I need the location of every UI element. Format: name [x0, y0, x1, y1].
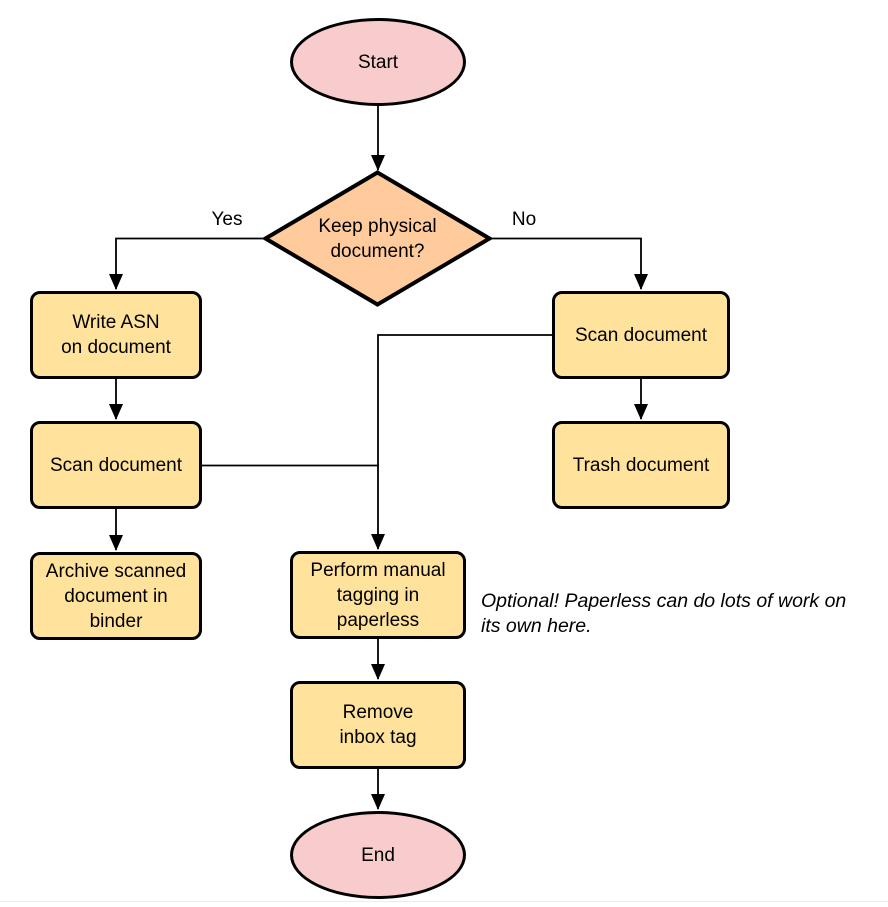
decision-diamond-polygon — [263, 170, 492, 307]
node-scan-document-left: Scan document — [30, 421, 202, 509]
optional-annotation: Optional! Paperless can do lots of work … — [481, 590, 847, 637]
node-remove-inbox-tag: Remove inbox tag — [290, 681, 466, 769]
edge-label-yes: Yes — [211, 209, 243, 230]
node-archive-document-label: Archive scanned document in binder — [45, 560, 187, 632]
node-trash-document: Trash document — [552, 421, 730, 509]
edge-decision-yes — [109, 237, 266, 290]
node-start: Start — [290, 18, 466, 106]
node-decision: Keep physical document? — [263, 170, 492, 307]
node-write-asn: Write ASN on document — [30, 291, 202, 379]
node-end: End — [290, 811, 466, 899]
edge-scan-right-to-tagging — [371, 334, 552, 550]
node-scan-document-right-label: Scan document — [574, 324, 708, 346]
node-archive-document: Archive scanned document in binder — [30, 552, 202, 640]
node-start-label: Start — [357, 51, 399, 73]
node-trash-document-label: Trash document — [572, 454, 710, 476]
node-manual-tagging-label: Perform manual tagging in paperless — [310, 559, 446, 631]
node-decision-label: Keep physical document? — [318, 215, 437, 262]
edge-decision-no — [489, 237, 648, 290]
node-write-asn-label: Write ASN on document — [61, 312, 171, 358]
decision-diamond-shape — [263, 170, 492, 307]
node-end-label: End — [361, 844, 395, 866]
page-bottom-divider — [0, 901, 888, 902]
node-remove-inbox-tag-label: Remove inbox tag — [339, 702, 417, 748]
node-manual-tagging: Perform manual tagging in paperless — [290, 551, 466, 639]
node-scan-document-left-label: Scan document — [49, 454, 183, 476]
edge-label-no: No — [511, 209, 537, 230]
node-scan-document-right: Scan document — [552, 291, 730, 379]
